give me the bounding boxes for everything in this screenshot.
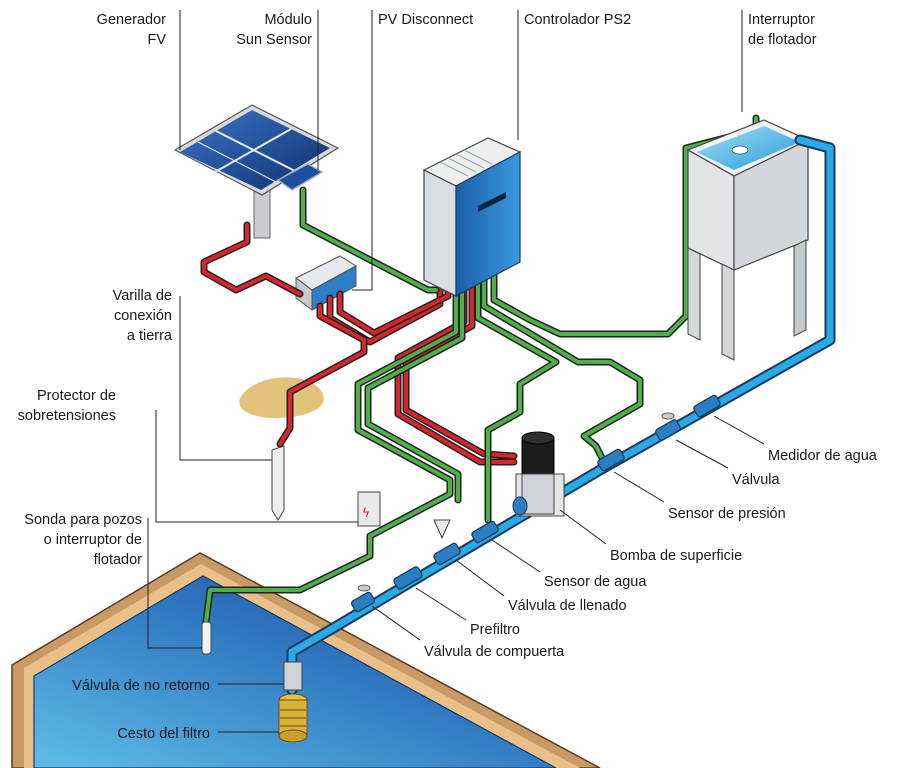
- label-sonda-3: flotador: [94, 552, 143, 568]
- label-varilla-3: a tierra: [127, 328, 173, 344]
- label-medidor: Medidor de agua: [768, 448, 878, 464]
- sun-sensor-module: [276, 163, 324, 191]
- label-varilla-2: conexión: [114, 308, 172, 324]
- label-interruptor-1: Interruptor: [748, 12, 815, 28]
- check-valve: [283, 661, 303, 691]
- surface-pump: [512, 431, 565, 517]
- well-probe: [201, 621, 212, 655]
- label-valvula: Válvula: [732, 472, 780, 488]
- leader-lines: [147, 10, 765, 733]
- label-valvula-compuerta: Válvula de compuerta: [424, 644, 565, 660]
- label-valvula-no-retorno: Válvula de no retorno: [72, 678, 210, 694]
- label-valvula-llenado: Válvula de llenado: [508, 598, 627, 614]
- label-bomba: Bomba de superficie: [610, 548, 742, 564]
- label-generador-2: FV: [147, 32, 166, 48]
- filter-basket: [278, 693, 308, 743]
- ps2-controller: [422, 137, 522, 297]
- label-varilla-1: Varilla de: [113, 288, 172, 304]
- pipe-fittings: [350, 394, 721, 613]
- water-tank: [686, 119, 810, 361]
- label-interruptor-2: de flotador: [748, 32, 817, 48]
- svg-text:ϟ: ϟ: [362, 506, 370, 520]
- water-pipe: [286, 134, 836, 696]
- labels: Generador FV Módulo Sun Sensor PV Discon…: [18, 12, 878, 742]
- ground-rod: [271, 445, 285, 521]
- label-sun-sensor-1: Módulo: [264, 12, 312, 28]
- label-cesto: Cesto del filtro: [117, 726, 210, 742]
- label-protector-2: sobretensiones: [18, 408, 116, 424]
- label-controlador: Controlador PS2: [524, 12, 631, 28]
- label-pv-disconnect: PV Disconnect: [378, 12, 473, 28]
- label-sonda-1: Sonda para pozos: [24, 512, 142, 528]
- label-sensor-agua: Sensor de agua: [544, 574, 647, 590]
- pv-disconnect-box: [295, 255, 357, 311]
- label-generador-1: Generador: [97, 12, 166, 28]
- label-sonda-2: o interruptor de: [44, 532, 142, 548]
- label-protector-1: Protector de: [37, 388, 116, 404]
- surge-protector-box: ϟ: [357, 491, 381, 527]
- label-sensor-presion: Sensor de presión: [668, 506, 786, 522]
- label-prefiltro: Prefiltro: [470, 622, 520, 638]
- label-sun-sensor-2: Sun Sensor: [236, 32, 312, 48]
